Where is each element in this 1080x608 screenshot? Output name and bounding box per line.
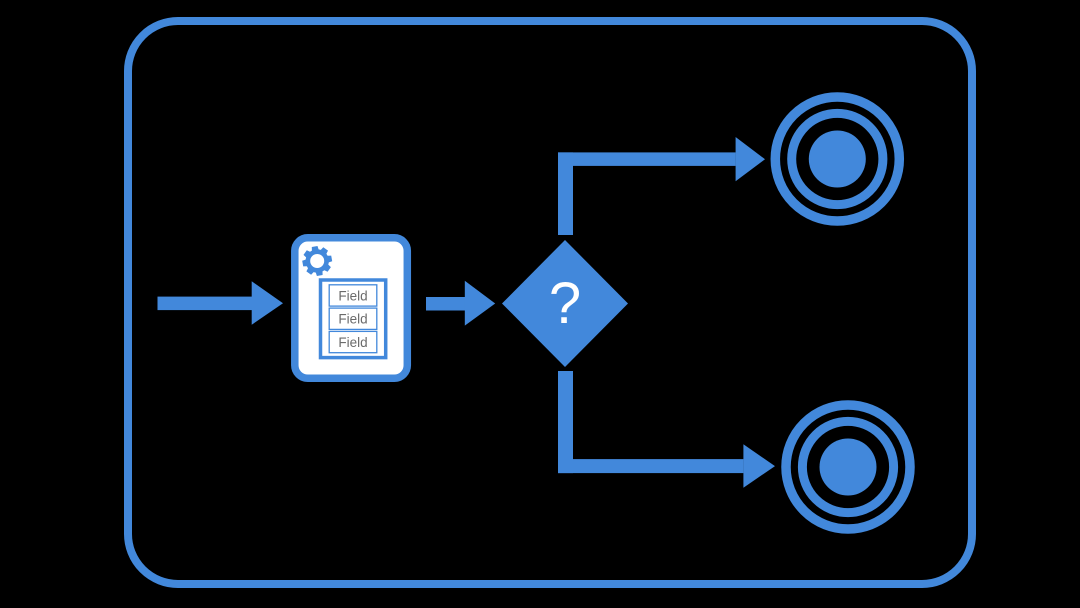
svg-text:Field: Field [338,312,367,327]
svg-text:Field: Field [338,288,367,303]
svg-text:?: ? [549,271,581,336]
svg-text:Field: Field [338,335,367,350]
